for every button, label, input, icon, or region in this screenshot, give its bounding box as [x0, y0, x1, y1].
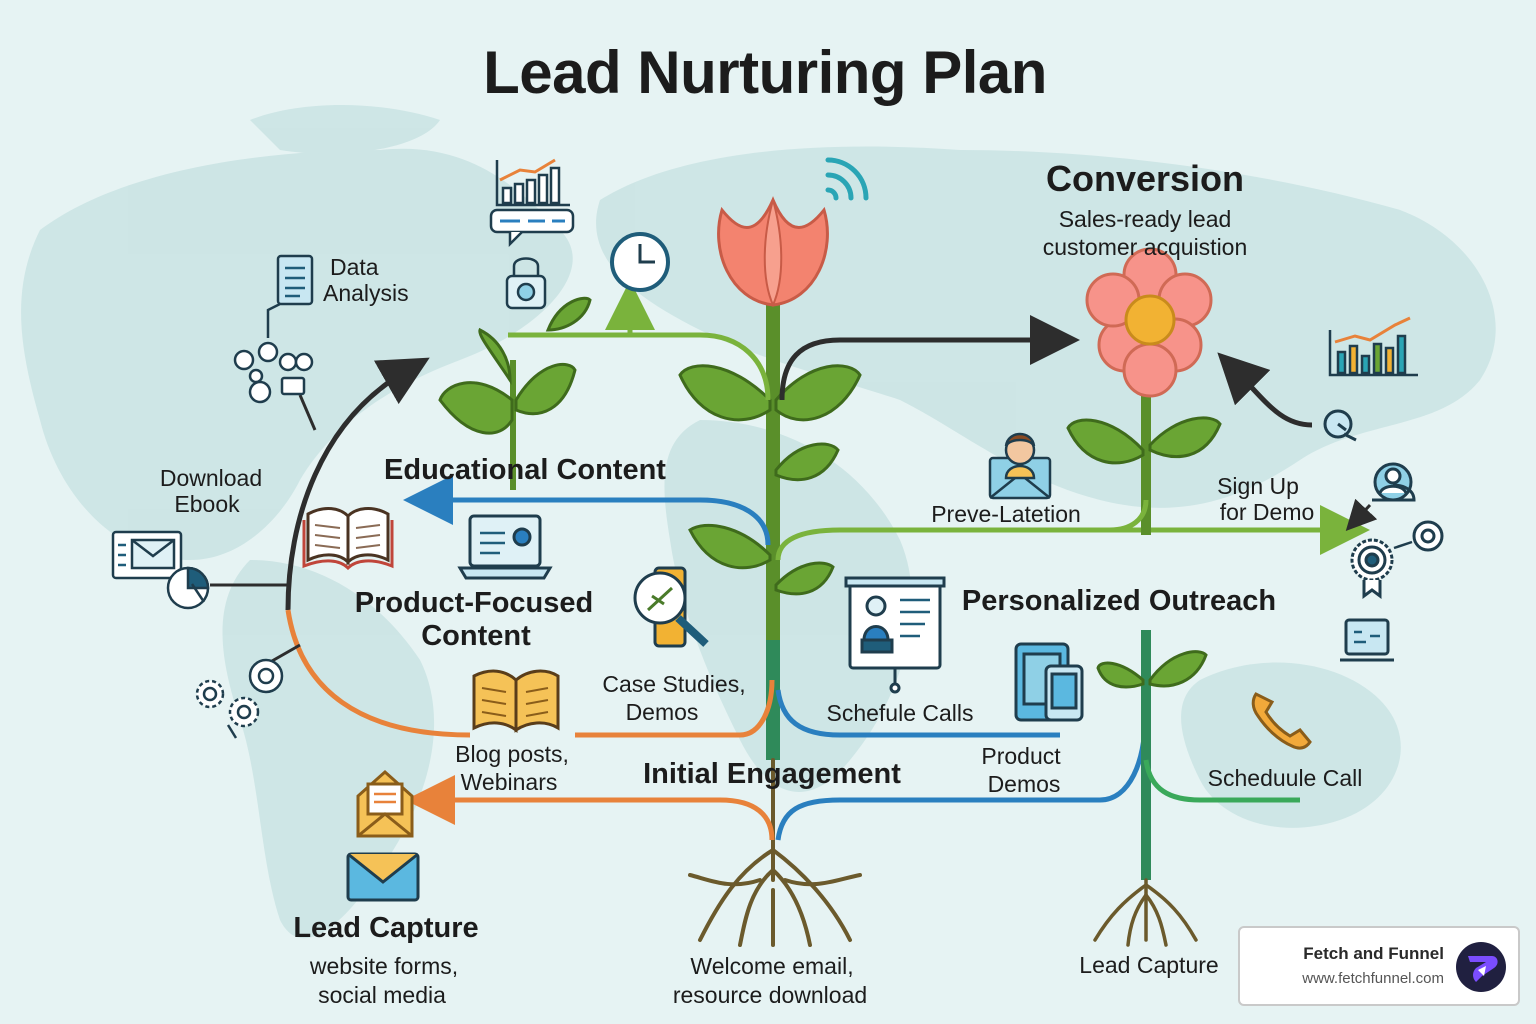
preve-latetion-label: Preve-Latetion	[931, 501, 1081, 527]
monitor-icon	[1340, 618, 1394, 662]
main-stem-lower	[766, 640, 780, 760]
gears-icon	[195, 658, 284, 739]
growth-chart-icon	[1328, 316, 1418, 377]
personalized-outreach-title: Personalized Outreach	[961, 585, 1277, 617]
product-demos-label-2: Demos	[987, 771, 1061, 797]
initial-engagement-line1: Welcome email,	[690, 953, 854, 979]
initial-engagement-title: Initial Engagement	[643, 758, 901, 790]
product-focused-title-1: Product-Focused	[354, 587, 594, 619]
product-demos-label-1: Product	[981, 743, 1061, 769]
laptop-icon	[457, 514, 553, 580]
conversion-line1: Sales-ready lead	[1058, 206, 1232, 232]
educational-sprout	[438, 296, 592, 490]
top-branch	[508, 332, 771, 401]
mail-envelope-icon	[356, 769, 414, 838]
user-mail-icon	[988, 432, 1052, 500]
open-book-icon	[302, 507, 394, 571]
left-cycle-arc-orange	[285, 609, 471, 738]
schedule-call-label: Scheduule Call	[1207, 765, 1363, 791]
envelope-icon	[346, 852, 420, 902]
schedule-calls-label: Schefule Calls	[826, 700, 974, 726]
brand-badge[interactable]: Fetch and Funnel www.fetchfunnel.com	[1238, 926, 1520, 1006]
case-studies-label-2: Demos	[625, 699, 699, 725]
blog-label-2: Webinars	[460, 769, 558, 795]
central-roots	[688, 758, 862, 947]
wifi-signal-icon	[825, 157, 869, 201]
document-icon	[276, 254, 314, 306]
right-stem-split	[1109, 499, 1149, 533]
connector-data	[298, 394, 317, 431]
lead-capture-bottom-label: Lead Capture	[1079, 952, 1219, 978]
chat-bubble-icon	[489, 208, 575, 248]
arrow-lead-capture	[405, 775, 775, 841]
lead-capture-title: Lead Capture	[293, 912, 479, 944]
arrow-target	[1345, 498, 1378, 531]
connector-doc	[266, 302, 281, 338]
download-label-1: Download	[159, 465, 263, 491]
people-network-icon	[233, 341, 314, 404]
target-icon	[1350, 538, 1394, 599]
arrow-blog-link	[575, 679, 775, 738]
tablet-phone-icon	[1014, 642, 1084, 722]
connector-settings	[1393, 540, 1413, 550]
blog-label-1: Blog posts,	[455, 741, 569, 767]
settings-icon	[1412, 520, 1444, 552]
lock-icon	[505, 257, 547, 310]
magnifier-icon	[633, 566, 709, 648]
left-cycle-arrow-dark	[285, 357, 430, 611]
lead-capture-line1: website forms,	[309, 953, 459, 979]
arrow-to-conversion	[779, 315, 1080, 401]
central-leaves	[678, 364, 862, 596]
conversion-line2: customer acquistion	[1042, 234, 1248, 260]
initial-engagement-line2: resource download	[672, 982, 868, 1008]
central-tulip-flower	[717, 196, 829, 308]
presentation-board-icon	[844, 576, 946, 694]
right-stem-lower	[1141, 630, 1151, 880]
right-stem	[1141, 395, 1151, 535]
branch-right-middle	[775, 527, 1150, 561]
stopwatch-icon	[1323, 409, 1357, 442]
green-branch-schedule-call	[1143, 759, 1300, 803]
case-studies-label-1: Case Studies,	[602, 671, 746, 697]
phone-icon	[1251, 692, 1312, 750]
sign-up-label-1: Sign Up	[1217, 473, 1299, 499]
conversion-title: Conversion	[1045, 158, 1245, 199]
clock-icon	[610, 232, 670, 292]
page-title: Lead Nurturing Plan	[483, 39, 1047, 106]
bar-chart-icon	[495, 158, 570, 207]
user-badge-icon	[1372, 462, 1416, 502]
brand-url: www.fetchfunnel.com	[1302, 970, 1444, 987]
branch-product-demos	[775, 719, 1148, 841]
pie-chart-icon	[166, 566, 210, 610]
branch-schedule-calls	[775, 689, 1060, 738]
brand-logo-icon	[1456, 942, 1506, 992]
webinar-book-icon	[472, 669, 560, 733]
right-leaves	[1066, 416, 1222, 689]
download-label-2: Ebook	[174, 491, 240, 517]
arrow-educational	[403, 475, 771, 546]
educational-title: Educational Content	[384, 454, 666, 486]
right-roots	[1093, 878, 1198, 947]
conversion-flower	[1085, 247, 1213, 398]
data-analysis-label-1: Data	[330, 254, 379, 280]
lead-capture-line2: social media	[318, 982, 446, 1008]
brand-name: Fetch and Funnel	[1303, 944, 1444, 963]
arrow-growth	[1217, 352, 1313, 428]
product-focused-title-2: Content	[421, 620, 531, 652]
sign-up-label-2: for Demo	[1219, 499, 1315, 525]
newsletter-icon	[111, 530, 183, 580]
data-analysis-label-2: Analysis	[323, 280, 409, 306]
